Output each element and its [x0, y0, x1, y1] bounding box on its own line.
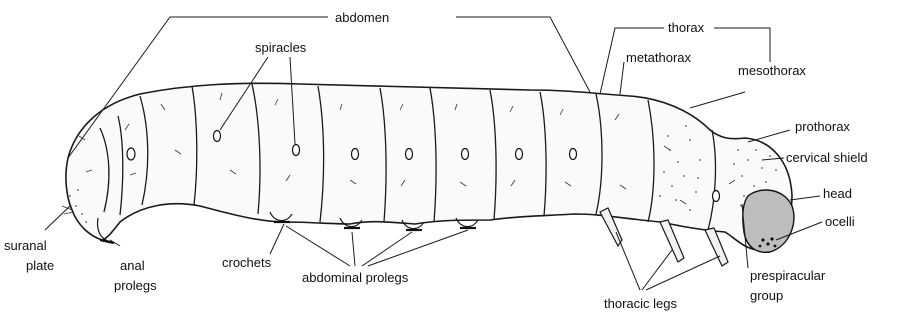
label-spiracles: spiracles [255, 40, 307, 55]
ocellus [774, 245, 777, 248]
label-ocelli: ocelli [825, 214, 855, 229]
spiracle [127, 148, 135, 160]
label-head: head [823, 186, 852, 201]
label-prothorax: prothorax [795, 119, 850, 134]
spiracle [713, 191, 720, 202]
label-mesothorax: mesothorax [738, 63, 806, 78]
spiracle [293, 145, 300, 156]
label-prespiracular-group: prespiracular [750, 268, 826, 283]
body-outline [66, 83, 792, 250]
label-thoracic-legs: thoracic legs [604, 296, 677, 311]
label-metathorax: metathorax [626, 50, 692, 65]
spiracle [570, 149, 577, 160]
ocellus [766, 242, 769, 245]
label-suranal-plate-line2: plate [26, 258, 54, 273]
label-suranal-plate: suranal [4, 238, 47, 253]
head-shape [743, 190, 794, 252]
label-anal-prolegs: anal [120, 258, 145, 273]
label-prespiracular-group-line2: group [750, 288, 783, 303]
spiracle [406, 149, 413, 160]
spiracle [462, 149, 469, 160]
label-abdominal-prolegs: abdominal prolegs [302, 270, 409, 285]
label-anal-prolegs-line2: prolegs [114, 278, 157, 293]
spiracle [352, 149, 359, 160]
ocellus [759, 245, 762, 248]
spiracle [214, 131, 221, 142]
caterpillar-body [62, 83, 794, 266]
label-cervical-shield: cervical shield [786, 150, 868, 165]
label-crochets: crochets [222, 255, 272, 270]
spiracle [516, 149, 523, 160]
label-abdomen: abdomen [335, 10, 389, 25]
ocellus [770, 237, 773, 240]
ocellus [761, 238, 764, 241]
label-thorax: thorax [668, 20, 705, 35]
